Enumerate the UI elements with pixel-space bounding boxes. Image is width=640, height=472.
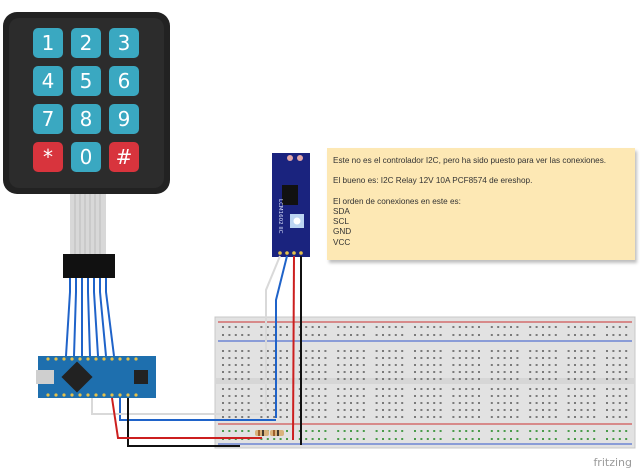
note-line: VCC [333, 237, 351, 247]
wire-black-arduino [127, 398, 240, 447]
keypad-key-5[interactable]: 5 [71, 66, 101, 96]
keypad-key-9[interactable]: 9 [109, 104, 139, 134]
keypad-key-0[interactable]: 0 [71, 142, 101, 172]
keypad-key-8[interactable]: 8 [71, 104, 101, 134]
wire-red-arduino [111, 397, 240, 439]
note-line: Este no es el controlador I2C, pero ha s… [333, 156, 607, 165]
resistors [255, 430, 284, 436]
keypad-key-2[interactable]: 2 [71, 28, 101, 58]
keypad-key-hash[interactable]: # [109, 142, 139, 172]
fritzing-watermark: fritzing [593, 456, 632, 469]
wire-blue-arduino [119, 398, 276, 421]
keypad-key-3[interactable]: 3 [109, 28, 139, 58]
wire-blue-module [275, 255, 288, 418]
note-line: SDA [333, 206, 350, 216]
note-box: Este no es el controlador I2C, pero ha s… [327, 148, 635, 260]
keypad-key-label: 9 [118, 107, 131, 131]
note-line: GND [333, 227, 352, 237]
keypad-key-label: # [116, 145, 133, 169]
keypad-key-label: 5 [80, 69, 93, 93]
i2c-lcd-module: LCM1602 IIC [272, 153, 310, 257]
keypad-key-label: 4 [42, 69, 55, 93]
keypad-key-label: 2 [80, 31, 93, 55]
wire-red-module [292, 255, 295, 441]
keypad-key-label: 8 [80, 107, 93, 131]
wire-white [265, 255, 281, 408]
keypad-key-label: 1 [42, 31, 55, 55]
keypad-key-1[interactable]: 1 [33, 28, 63, 58]
keypad-key-label: 7 [42, 107, 55, 131]
keypad-key-7[interactable]: 7 [33, 104, 63, 134]
keypad: 1 2 3 4 5 6 7 8 9 * 0 # [3, 12, 170, 278]
arduino-nano [36, 356, 156, 398]
i2c-label: LCM1602 IIC [277, 199, 283, 234]
note-line: El bueno es: I2C Relay 12V 10A PCF8574 d… [333, 176, 533, 186]
keypad-wires [65, 278, 115, 357]
i2c-chip [282, 185, 298, 205]
usb-connector [36, 370, 54, 384]
keypad-key-label: 6 [118, 69, 131, 93]
wire-white-arduino [91, 398, 266, 415]
keypad-key-star[interactable]: * [33, 142, 63, 172]
breadboard-holes [222, 326, 628, 440]
resistor-2 [270, 430, 284, 436]
keypad-key-label: * [43, 145, 53, 169]
keypad-key-4[interactable]: 4 [33, 66, 63, 96]
note-line: SCL [333, 217, 349, 227]
module-wires [91, 255, 302, 447]
keypad-key-label: 3 [118, 31, 131, 55]
resistor-1 [255, 430, 269, 436]
microcontroller-chip [61, 361, 93, 393]
keypad-key-6[interactable]: 6 [109, 66, 139, 96]
note-line: El orden de conexiones en este es: [333, 196, 461, 206]
breadboard [214, 316, 636, 449]
keypad-connector [63, 254, 115, 278]
keypad-key-label: 0 [80, 145, 93, 169]
